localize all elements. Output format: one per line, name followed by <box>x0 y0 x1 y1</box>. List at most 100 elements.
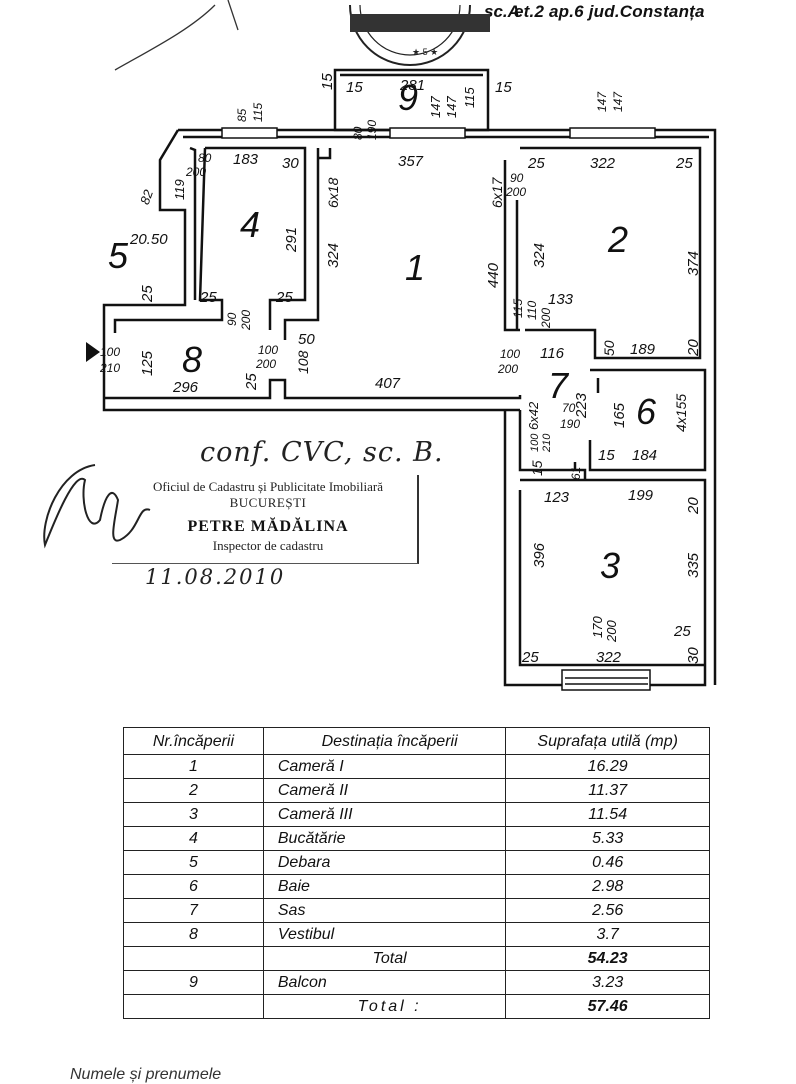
dim-label: 184 <box>632 447 657 464</box>
cell-area: 16.29 <box>505 754 710 779</box>
dim-label: 100 <box>100 345 120 359</box>
dim-label: 100 <box>529 433 541 452</box>
dim-label: 407 <box>375 375 401 392</box>
dim-label: 190 <box>365 120 379 140</box>
dim-label: 30 <box>685 647 702 664</box>
cell-empty <box>123 946 264 971</box>
cell-destination: Vestibul <box>262 922 507 947</box>
dim-label: 125 <box>139 350 156 376</box>
dim-label: 115 <box>251 103 265 122</box>
dim-label: 115 <box>511 299 525 318</box>
dim-label: 200 <box>497 362 518 376</box>
dim-label: 100 <box>258 343 278 357</box>
cell-destination: Cameră II <box>262 778 507 803</box>
cell-area: 3.7 <box>505 922 710 947</box>
dim-label: 200 <box>185 165 206 179</box>
dim-label: 165 <box>611 402 628 428</box>
dim-label: 80 <box>351 126 365 140</box>
stamp-city: BUCUREȘTI <box>229 495 307 510</box>
cell-destination: Bucătărie <box>262 826 507 851</box>
stamp-inspector-name: PETRE MĂDĂLINA <box>187 518 349 535</box>
dim-label: 110 <box>525 301 539 320</box>
dim-label: 324 <box>325 243 342 268</box>
cell-destination: Baie <box>262 874 507 899</box>
cell-destination: Balcon <box>262 970 507 995</box>
windows <box>221 127 656 691</box>
room-number-5: 5 <box>108 235 129 276</box>
dim-label: 123 <box>544 489 570 506</box>
grand-total-row: Total : 57.46 <box>123 994 710 1019</box>
dim-label: 335 <box>685 552 702 578</box>
dim-label: 115 <box>462 87 477 108</box>
cell-nr: 6 <box>123 874 264 899</box>
cell-area: 0.46 <box>505 850 710 875</box>
dim-label: 85 <box>235 108 249 122</box>
room-number-7: 7 <box>548 365 570 406</box>
rooms-area-table: Nr.încăperii Destinația încăperii Supraf… <box>123 727 710 1019</box>
dim-label: 396 <box>531 542 548 568</box>
dim-label: 223 <box>573 392 590 419</box>
handwritten-note: conf. CVC, sc. B. <box>200 437 444 468</box>
grand-total-label: Total : <box>262 994 507 1019</box>
room-number-3: 3 <box>600 545 620 586</box>
inspector-signature <box>43 464 151 549</box>
official-seal-top: ★ 5 ★ <box>349 4 490 66</box>
dim-label: 15 <box>529 460 545 476</box>
cell-area: 3.23 <box>505 970 710 995</box>
dim-label: 4x155 <box>673 394 689 432</box>
dim-label: 170 <box>590 616 605 638</box>
dim-label: 70 <box>562 401 576 415</box>
dim-label: 25 <box>673 623 691 640</box>
cell-area: 2.98 <box>505 874 710 899</box>
dim-label: 30 <box>282 155 299 172</box>
room-number-4: 4 <box>240 204 260 245</box>
dim-label: 440 <box>485 262 502 288</box>
dim-label: 147 <box>595 91 609 112</box>
cell-nr: 8 <box>123 922 264 947</box>
cell-nr: 2 <box>123 778 264 803</box>
cell-nr: 1 <box>123 754 264 779</box>
handwritten-date: 11.08.2010 <box>145 565 286 589</box>
cell-area: 11.37 <box>505 778 710 803</box>
dim-label: 210 <box>99 361 120 375</box>
dim-label: 200 <box>539 308 553 329</box>
dim-label: 15 <box>598 447 615 464</box>
dim-label: 357 <box>398 153 424 170</box>
cell-destination: Cameră III <box>262 802 507 827</box>
dim-label: 200 <box>604 620 619 643</box>
dim-label: 90 <box>225 312 239 326</box>
dim-label: 6x18 <box>325 177 341 208</box>
dim-label: 80 <box>198 151 212 165</box>
cell-area: 11.54 <box>505 802 710 827</box>
cell-area: 2.56 <box>505 898 710 923</box>
entry-arrow-icon <box>86 342 100 362</box>
subtotal-label: Total <box>262 946 507 971</box>
dim-label: 210 <box>541 433 553 453</box>
header-cell-destination: Destinația încăperii <box>262 727 507 755</box>
cell-empty <box>123 994 264 1019</box>
room-number-6: 6 <box>636 391 657 432</box>
dim-label: 6x17 <box>489 176 505 208</box>
dim-label: 25 <box>243 373 260 391</box>
dim-label: 200 <box>255 357 276 371</box>
dim-label: 322 <box>596 649 622 666</box>
dim-label: 189 <box>630 341 656 358</box>
dim-label: 324 <box>531 243 548 268</box>
dim-label: 281 <box>399 77 425 94</box>
dim-label: 100 <box>500 347 520 361</box>
header-prefix: sc.A <box>484 2 520 21</box>
cell-nr: 9 <box>123 970 264 995</box>
dim-label: 296 <box>172 379 199 396</box>
stamp-office: Oficiul de Cadastru și Publicitate Imobi… <box>153 479 383 494</box>
dim-label: 25 <box>675 155 693 172</box>
cell-nr: 4 <box>123 826 264 851</box>
header-cell-nr: Nr.încăperii <box>123 727 264 755</box>
cell-nr: 7 <box>123 898 264 923</box>
